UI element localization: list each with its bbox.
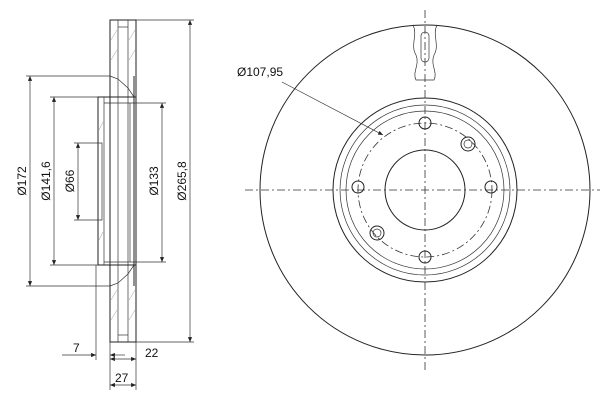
dim-66: Ø66 [63, 169, 77, 192]
dim-141-6: Ø141,6 [39, 161, 53, 201]
dimension-labels: Ø172 Ø141,6 Ø66 Ø133 Ø265,8 7 22 27 Ø107… [15, 65, 283, 385]
dim-265-8: Ø265,8 [175, 161, 189, 201]
dimension-lines [26, 19, 194, 388]
dim-27: 27 [115, 371, 129, 385]
dim-7: 7 [73, 341, 80, 355]
dim-22: 22 [145, 346, 159, 360]
dim-133: Ø133 [147, 166, 161, 196]
front-view [245, 10, 600, 370]
dim-172: Ø172 [15, 166, 29, 196]
dim-107-95: Ø107,95 [237, 65, 283, 79]
section-view [95, 19, 137, 390]
